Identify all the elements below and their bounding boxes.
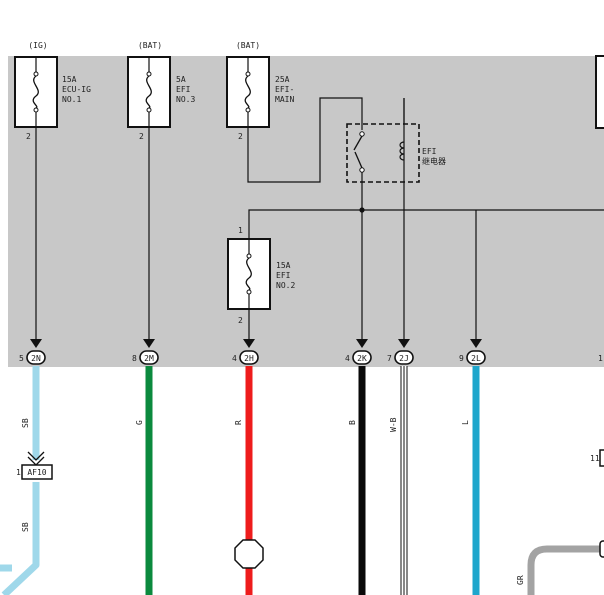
fuse-pin-bottom: 2 [238,132,243,141]
fuse-pin-bottom: 2 [238,316,243,325]
wire-label: L [461,420,470,425]
fuse-pin-top: 1 [238,226,243,235]
sb-connector-box [21,464,53,480]
connector-pin: 9 [459,354,464,363]
junction-block-panel [8,56,604,367]
fuse-name-line1: EFI [276,271,291,280]
connector-pin: 4 [232,354,237,363]
fuse-rating: 15A [62,75,77,84]
fuse-name-line1: EFI- [275,85,294,94]
fuse-element-icon [145,75,152,109]
fuse-name-line2: MAIN [275,95,294,104]
efi-relay [346,123,420,183]
connector-pin: 4 [345,354,350,363]
wire-label: G [135,420,144,425]
connector-pin: 1 [598,354,603,363]
arrow-down-icon [30,339,42,348]
fuse-rating: 5A [176,75,186,84]
relay-label-line1: EFI [422,147,437,156]
fuse-pin-bottom: 2 [139,132,144,141]
wire-gr [527,545,604,595]
right-partial-box [599,449,604,467]
arrow-down-icon [143,339,155,348]
relay-label-line2: 继电器 [422,156,446,166]
fuse-name-line1: EFI [176,85,191,94]
wire-label: SB [21,418,30,428]
fuse-efi-no2 [227,238,271,310]
connector-pin: 8 [132,354,137,363]
fuse-rating: 15A [276,261,291,270]
connector-code: 2N [31,354,41,363]
sb-connector-code: AF10 [27,468,46,477]
relay-switch-icon [353,135,363,151]
arrow-down-icon [356,339,368,348]
sb-connector-pin: 1 [16,468,21,477]
fuse-element-icon [32,75,39,109]
wire-sb-lower [1,482,40,595]
wire-label: SB [21,522,30,532]
right-partial-connector [599,540,604,558]
splice-point [234,539,264,569]
fuse-pin-bottom: 2 [26,132,31,141]
connector-arrows [30,339,482,348]
fuse-element-icon [244,75,251,109]
fuse-efi-no3 [127,56,171,128]
right-pin: 11 [590,454,600,463]
relay-coil-icon [399,141,405,161]
connector-code: 2M [144,354,154,363]
fuse-rating: 25A [275,75,290,84]
arrow-down-icon [243,339,255,348]
wire-label: W-B [389,417,398,432]
fuse-name-line1: ECU-IG [62,85,91,94]
arrow-down-icon [470,339,482,348]
fuse-name-line2: NO.2 [276,281,295,290]
fuse-name-line2: NO.3 [176,95,195,104]
connector-pin: 7 [387,354,392,363]
source-label-bat-2: (BAT) [236,41,260,50]
connector-ovals [26,350,486,365]
connector-code: 2K [357,354,367,363]
wire-label: R [234,420,243,425]
connector-pin: 5 [19,354,24,363]
source-label-bat-1: (BAT) [138,41,162,50]
fuse-element-icon [245,257,252,291]
fuse-efi-main [226,56,270,128]
connector-code: 2H [244,354,254,363]
fuse-ecu-ig-no1 [14,56,58,128]
connector-code: 2L [471,354,481,363]
arrow-down-icon [398,339,410,348]
source-label-ig: (IG) [28,41,47,50]
fuse-name-line2: NO.1 [62,95,81,104]
junction-dot [359,207,365,213]
wire-label: B [348,420,357,425]
harness-wires [0,366,604,595]
internal-wiring [35,97,604,346]
right-partial-component [595,55,604,129]
wire-label: GR [516,575,525,585]
connector-code: 2J [399,354,409,363]
